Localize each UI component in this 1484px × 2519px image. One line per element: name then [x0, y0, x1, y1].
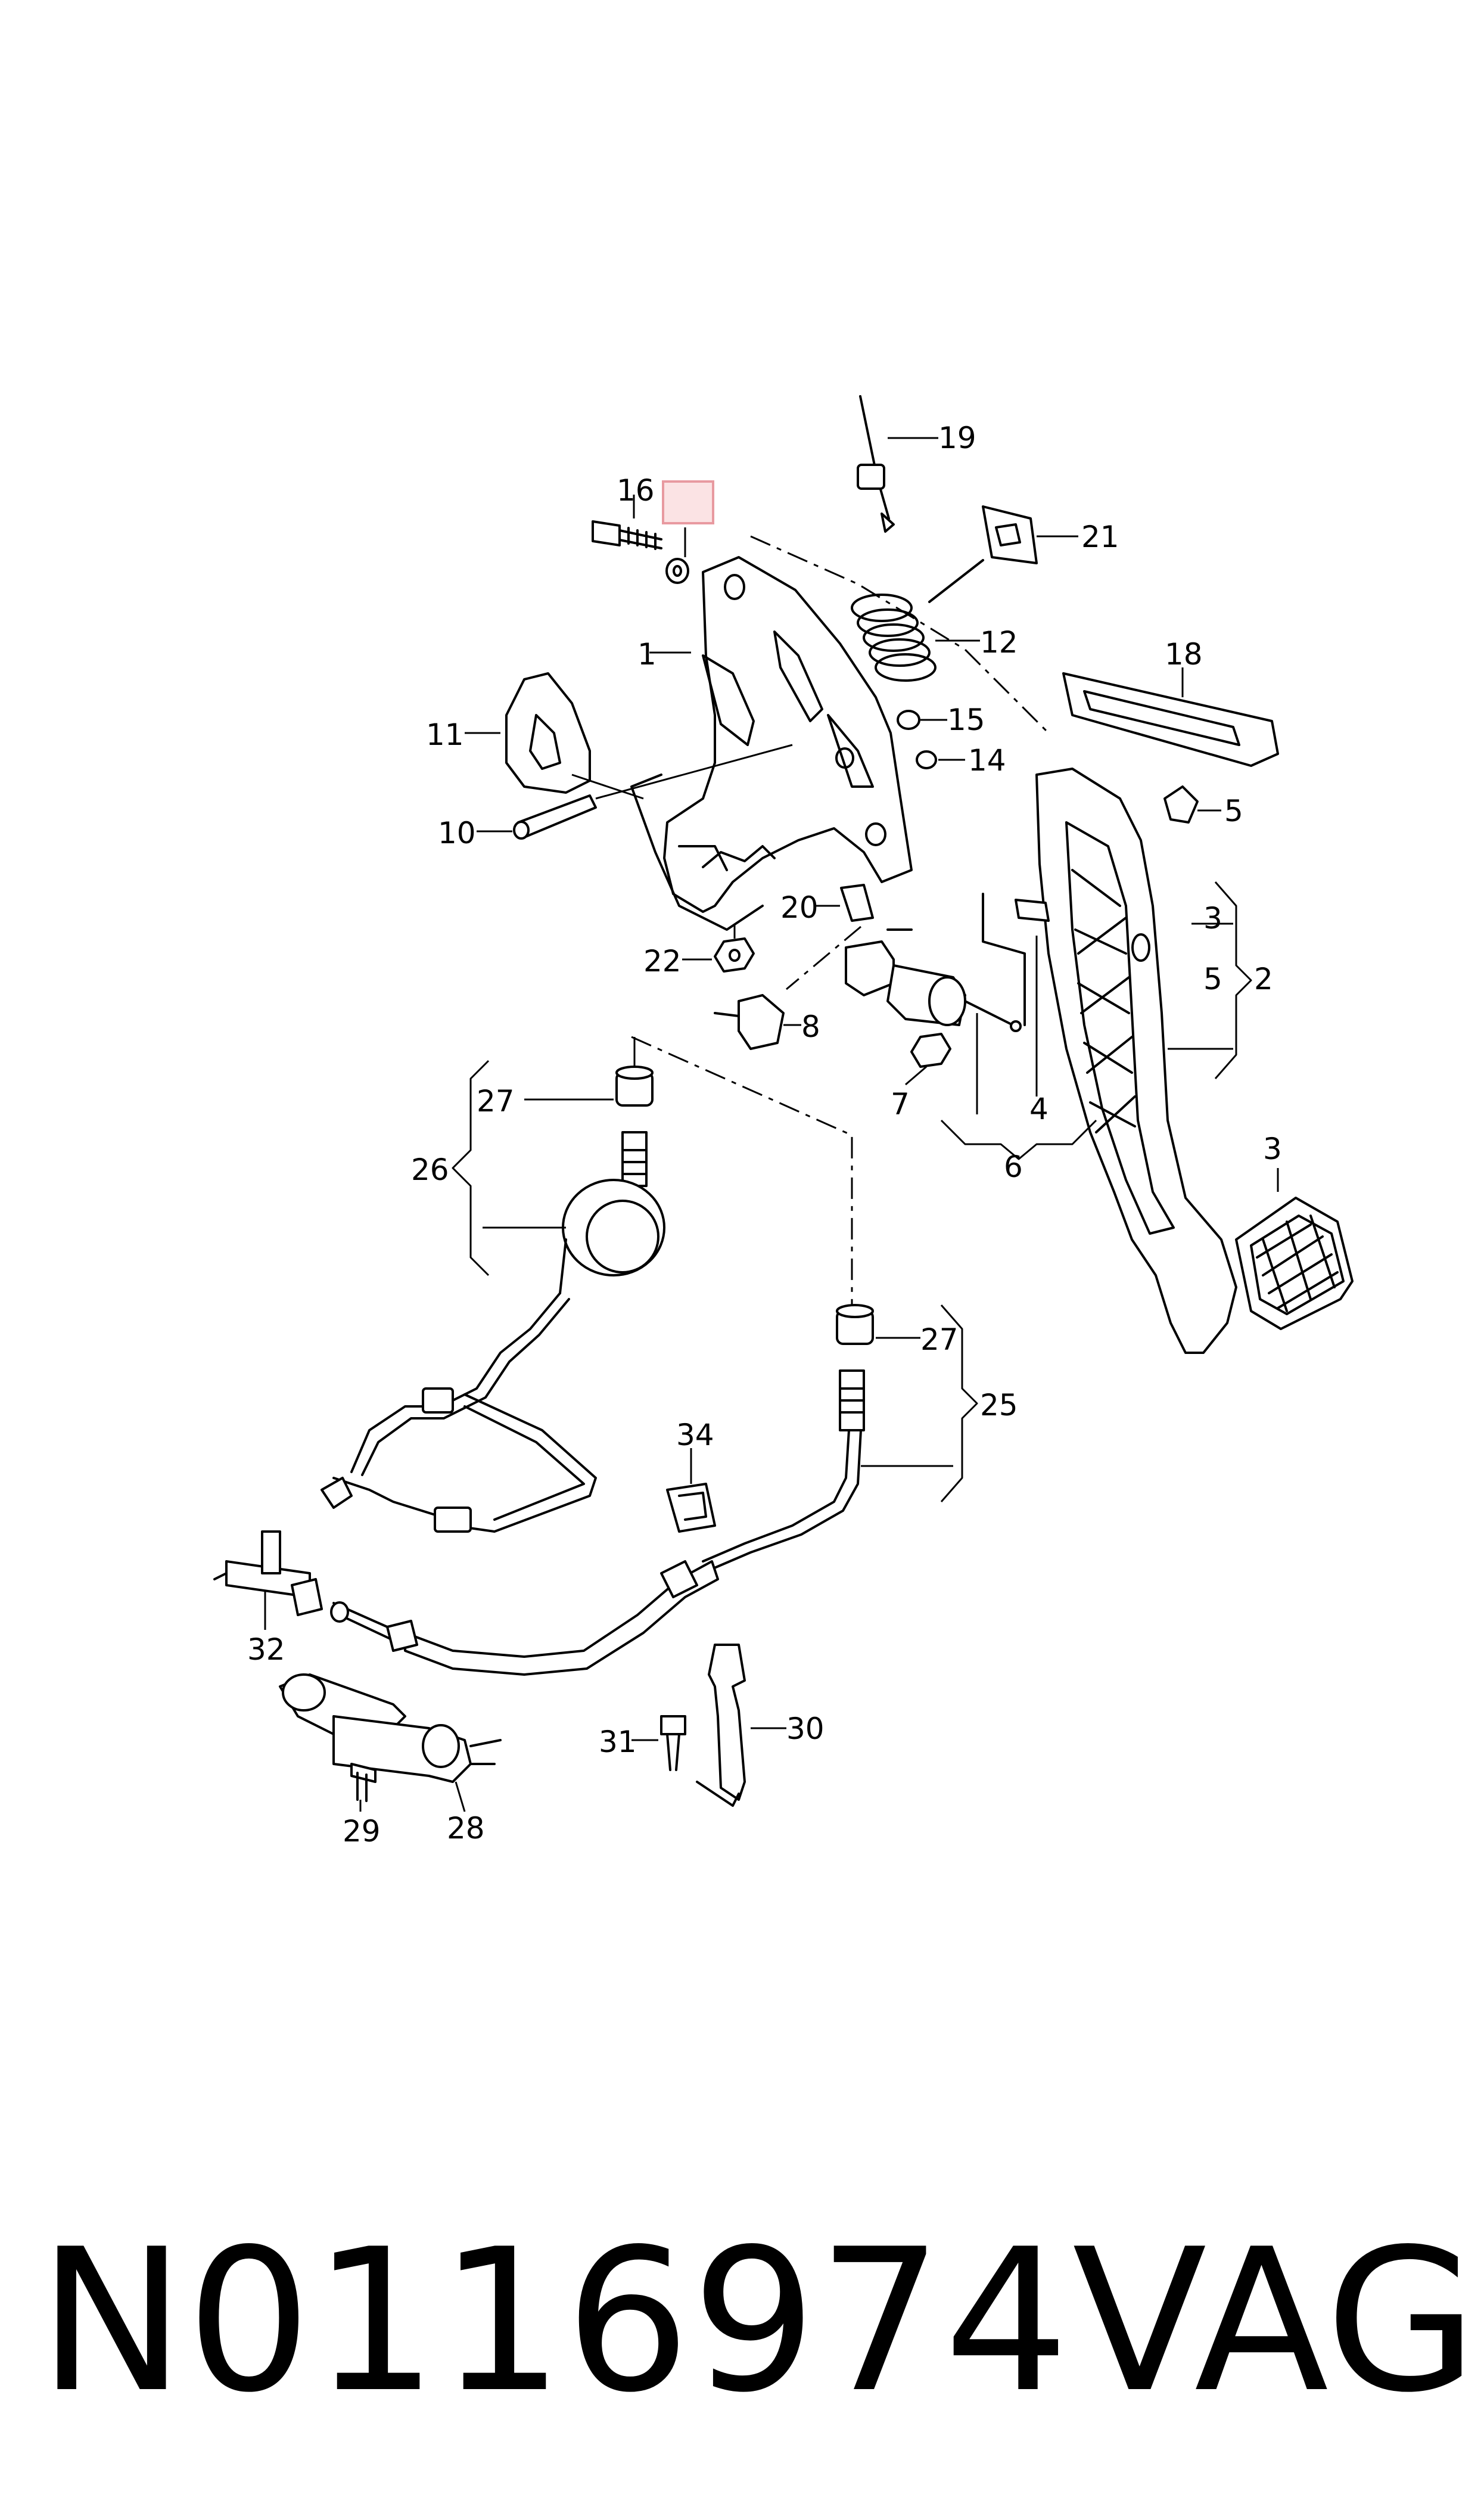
part-16-bolt — [592, 495, 662, 550]
callout-5-brace: 5 — [1203, 962, 1222, 996]
part-17-washer — [665, 527, 689, 584]
main-hose — [330, 1560, 719, 1676]
part-3-pedal-pad — [1235, 1168, 1354, 1330]
callout-19: 19 — [938, 421, 976, 455]
callout-11: 11 — [426, 718, 464, 752]
part-29-bolt — [350, 1763, 377, 1812]
part-15-nut — [897, 710, 947, 730]
callout-14: 14 — [968, 743, 1006, 778]
callout-12: 12 — [980, 625, 1018, 660]
callout-27-lower: 27 — [920, 1322, 959, 1357]
callout-3-upper: 3 — [1203, 901, 1222, 936]
callout-21: 21 — [1081, 520, 1119, 554]
part-10-pin — [477, 744, 793, 840]
callout-5: 5 — [1224, 794, 1243, 828]
callout-10: 10 — [438, 816, 476, 850]
part-4-switch — [982, 893, 1050, 1026]
part-26-slave-cylinder — [483, 1131, 665, 1294]
part-14-nut — [916, 750, 965, 769]
callout-18: 18 — [1165, 637, 1203, 672]
callout-labels: 19 16 17 21 1 12 18 11 15 14 5 10 20 3 5… — [247, 421, 1282, 1849]
callout-20: 20 — [780, 890, 819, 925]
part-34-clip — [666, 1448, 716, 1533]
part-20-connector — [816, 884, 874, 922]
callout-6: 6 — [1004, 1150, 1023, 1184]
callout-34: 34 — [676, 1418, 714, 1452]
part-21-clip — [982, 505, 1078, 564]
part-31-screw — [631, 1715, 686, 1771]
part-32-t-piece — [213, 1530, 323, 1630]
brace-part-26 — [452, 1060, 490, 1276]
callout-31: 31 — [599, 1725, 637, 1759]
part-8-sensor — [714, 994, 801, 1050]
callout-3-pad: 3 — [1263, 1132, 1282, 1166]
part-28-master-cylinder-body — [279, 1673, 502, 1812]
callout-8: 8 — [801, 1010, 820, 1044]
brand-name: VAG — [1072, 2207, 1478, 2436]
part-27-upper-bushing — [524, 1037, 654, 1107]
part-25-pressure-line — [702, 1369, 953, 1571]
callout-30: 30 — [786, 1712, 825, 1746]
callout-1: 1 — [637, 637, 657, 672]
highlighted-callout-box — [662, 480, 714, 524]
callout-15: 15 — [947, 703, 985, 737]
part-1-pedal-bracket — [630, 556, 913, 931]
callout-32: 32 — [247, 1632, 285, 1667]
callout-22: 22 — [643, 944, 682, 979]
callout-16: 16 — [617, 473, 655, 508]
callout-4: 4 — [1029, 1092, 1049, 1126]
brace-part-2 — [1168, 881, 1252, 1079]
part-5-clip — [1163, 785, 1221, 824]
callout-7: 7 — [891, 1087, 910, 1122]
callout-2: 2 — [1254, 962, 1273, 996]
brace-part-6 — [940, 936, 1097, 1160]
part-27-lower-bushing — [836, 1304, 920, 1345]
callout-26: 26 — [411, 1153, 449, 1187]
part-12-spring — [851, 559, 984, 682]
part-7-nut — [905, 1033, 951, 1086]
part-11-rubber-buffer — [465, 672, 644, 800]
hydraulic-line-loop — [321, 1292, 597, 1533]
callout-29: 29 — [343, 1814, 381, 1849]
part-19-cable-tie — [857, 395, 938, 533]
callout-27-upper: 27 — [477, 1084, 515, 1119]
brace-part-25 — [940, 1304, 978, 1502]
part-18-pad-strip — [1062, 667, 1279, 767]
part-30-bracket — [696, 1644, 786, 1807]
assembly-dash-lines — [631, 535, 1050, 1323]
part-6-master-cylinder — [845, 928, 1022, 1032]
part-22-nut — [682, 924, 755, 973]
callout-25: 25 — [980, 1388, 1018, 1422]
part-number: N0116974 — [38, 2207, 1071, 2436]
callout-28: 28 — [447, 1811, 485, 1846]
part-2-clutch-pedal — [1035, 768, 1237, 1354]
